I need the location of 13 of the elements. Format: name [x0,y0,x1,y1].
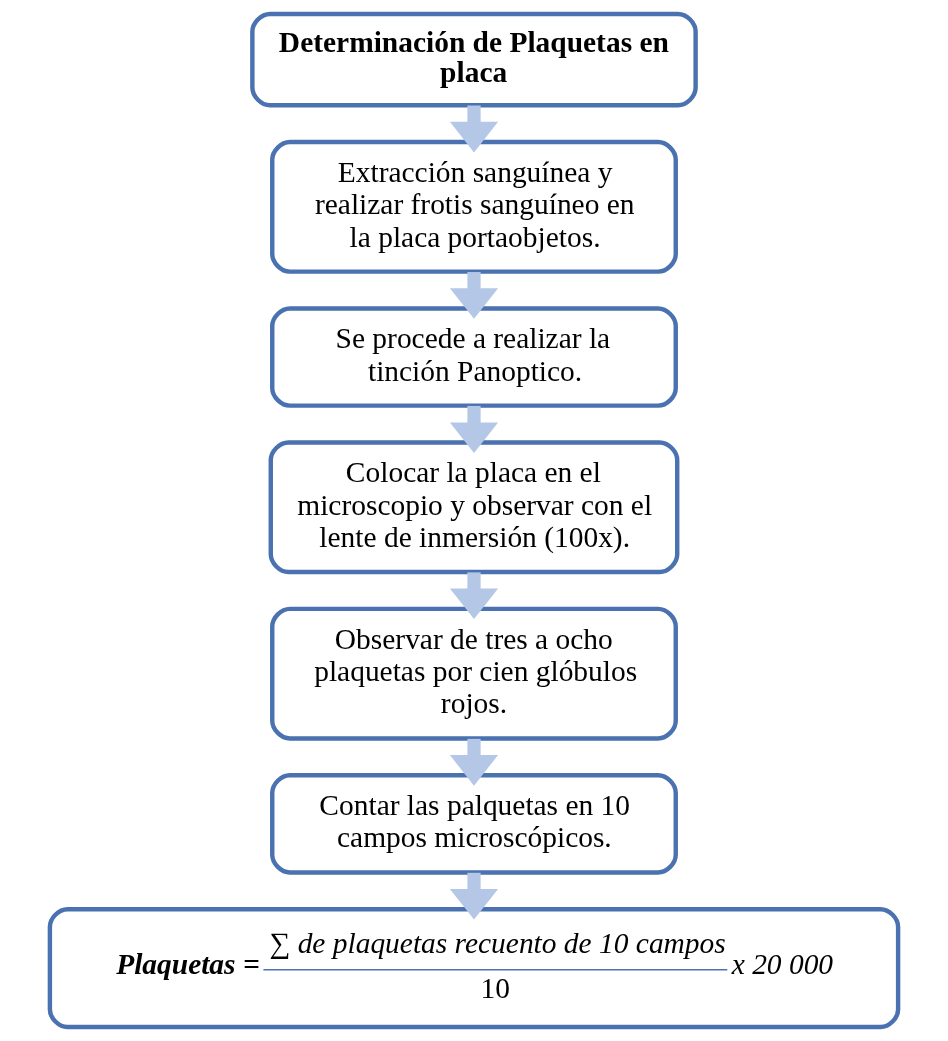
node-box: Determinación de Plaquetas en placa [250,11,698,108]
arrow [449,405,499,454]
node-box: Se procede a realizar la tinción Panoptico. [270,306,678,408]
arrow [449,272,499,319]
arrow [449,872,499,920]
arrow [449,572,499,620]
node-box: Plaquetas = ∑ de plaquetas recuento de 10 campos x 20 000 10 [47,907,901,1030]
node-box: Contar las palquetas en 10 campos microscópicos. [270,773,678,875]
arrow [449,105,499,153]
node-box: Colocar la placa en el microscopio y observar con el lente de inmersión (100x). [268,440,680,575]
node-box: Extracción sanguínea y realizar frotis sanguíneo en la placa portaobjetos. [270,139,678,274]
arrow [449,738,499,786]
node-box: Observar de tres a ocho plaquetas por cien glóbulos rojos. [270,606,678,741]
